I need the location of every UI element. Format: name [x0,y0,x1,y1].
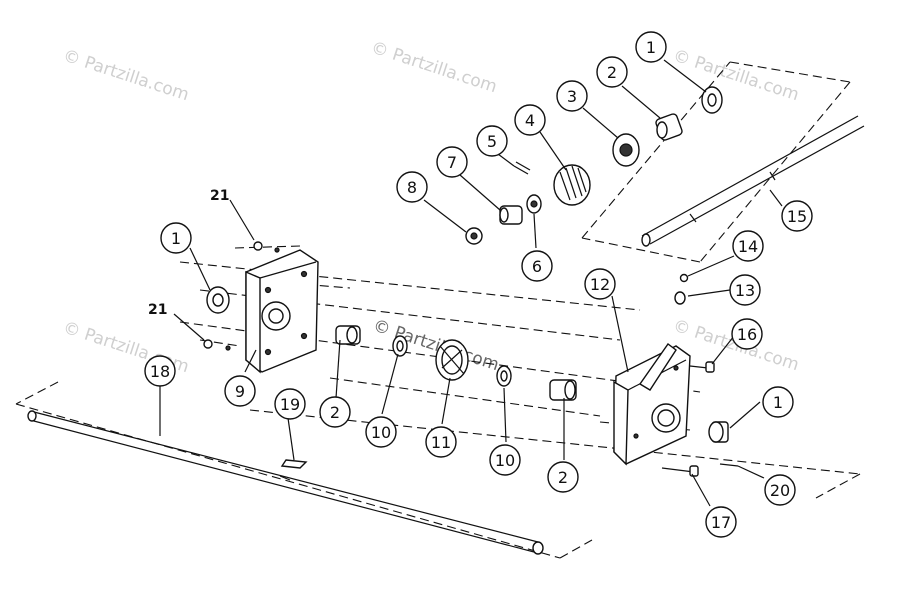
watermark-5: © Partzilla.com [370,316,501,376]
svg-text:6: 6 [532,257,542,276]
housing-right-12 [613,343,691,466]
watermark-3: © Partzilla.com [670,46,801,106]
svg-text:2: 2 [607,63,617,82]
callout-2-top: 2 [596,56,628,88]
bushing-2-top [655,113,683,141]
washer-10-left [392,335,408,357]
washer-10-right [496,365,512,387]
bushing-2-right [549,379,577,401]
svg-text:3: 3 [567,87,577,106]
callout-7: 7 [436,146,468,178]
callout-14: 14 [732,230,764,262]
callout-1-left: 1 [160,222,192,254]
watermark-2: © Partzilla.com [368,38,499,98]
svg-text:17: 17 [711,513,731,532]
callout-5: 5 [476,125,508,157]
svg-text:15: 15 [787,207,807,226]
callout-18: 18 [144,355,176,387]
gear-11 [435,339,469,381]
callout-8: 8 [396,171,428,203]
bushing-7 [499,205,523,225]
svg-text:2: 2 [558,468,568,487]
shaft-18 [27,410,544,555]
callout-6: 6 [521,250,553,282]
callout-2-right: 2 [547,461,579,493]
svg-text:9: 9 [235,382,245,401]
watermark-1: © Partzilla.com [60,46,191,106]
bearing-1-right [708,421,729,443]
callout-16: 16 [731,318,763,350]
callout-1-right: 1 [762,386,794,418]
callout-9: 9 [224,375,256,407]
svg-text:18: 18 [150,362,170,381]
watermarks: © Partzilla.com © Partzilla.com © Partzi… [60,38,801,378]
callout-17: 17 [705,506,737,538]
pin-5 [513,161,531,175]
svg-text:16: 16 [737,325,757,344]
svg-text:14: 14 [738,237,758,256]
svg-text:1: 1 [171,229,181,248]
callout-11: 11 [425,426,457,458]
small-hardware [203,241,739,477]
svg-text:1: 1 [773,393,783,412]
svg-text:13: 13 [735,281,755,300]
lower-shaft-plane [15,381,861,559]
bearing-3 [612,133,640,167]
washer-6 [526,194,542,214]
housing-left-9 [245,249,319,374]
callout-20: 20 [764,474,796,506]
bearing-1-top [701,86,723,114]
svg-text:7: 7 [447,153,457,172]
bearing-1-left [206,286,230,314]
callout-10-right: 10 [489,444,521,476]
callout-3: 3 [556,80,588,112]
svg-text:19: 19 [280,395,300,414]
callout-15: 15 [781,200,813,232]
label-21-bottom: 21 [148,302,167,318]
svg-text:1: 1 [646,38,656,57]
callout-1-top: 1 [635,31,667,63]
bold-labels: 21 21 [148,188,229,318]
callouts: 1 2 3 4 5 7 8 6 15 14 13 12 16 1 1 9 2 1… [144,31,813,538]
label-21-top: 21 [210,188,229,204]
shaft-15 [641,115,865,247]
callout-13: 13 [729,274,761,306]
callout-4: 4 [514,104,546,136]
svg-text:2: 2 [330,403,340,422]
worm-gear-4 [553,164,591,206]
callout-19: 19 [274,388,306,420]
callout-2-left: 2 [319,396,351,428]
svg-text:4: 4 [525,111,535,130]
svg-text:8: 8 [407,178,417,197]
svg-text:12: 12 [590,275,610,294]
svg-text:5: 5 [487,132,497,151]
callout-10-left: 10 [365,416,397,448]
svg-text:10: 10 [371,423,391,442]
callout-12: 12 [584,268,616,300]
bushing-2-left [335,325,361,345]
svg-text:20: 20 [770,481,790,500]
washer-8 [465,227,483,245]
svg-text:11: 11 [431,433,451,452]
upper-shaft-plane [581,61,851,263]
svg-text:10: 10 [495,451,515,470]
leader-lines [159,59,783,507]
